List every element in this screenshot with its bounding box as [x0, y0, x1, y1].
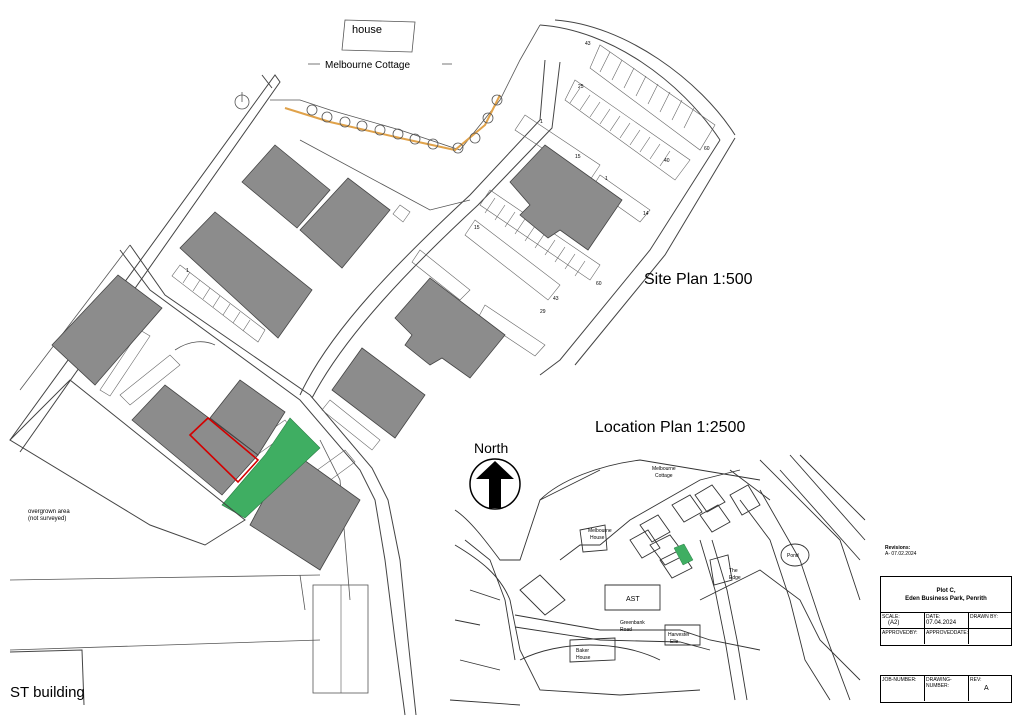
north-arrow-icon	[476, 461, 514, 508]
baker-house-1: Baker	[576, 648, 589, 654]
number-block: JOB-NUMBER: DRAWING-NUMBER: REV: A	[880, 675, 1012, 703]
revisions-heading: Revisions:	[885, 545, 911, 551]
overgrown-note-2: (not surveyed)	[28, 516, 66, 522]
greenbank-road-2: Road	[620, 627, 632, 633]
bay-numbers: 1 15 25 40 43 60 1 14 43 29 15 60 1	[186, 41, 710, 315]
rev-value: A	[984, 685, 989, 692]
harvester-2: Elle	[670, 639, 679, 645]
melbourne-cottage-1: Melbourne	[652, 466, 676, 472]
revisions-block: Revisions: A- 07.02.2024	[885, 545, 1010, 565]
site-plan: house Melbourne Cottage	[9, 19, 753, 716]
rev-label: REV:	[970, 677, 982, 683]
bay-number: 15	[575, 154, 581, 160]
melbourne-house-2: House	[590, 535, 605, 541]
greenbank-road-1: Greenbank	[620, 620, 645, 626]
pond-label: Pond	[787, 553, 799, 559]
location-plan-title: Location Plan 1:2500	[595, 419, 745, 436]
building-a	[241, 144, 331, 229]
north-arrow: North	[469, 440, 521, 510]
melbourne-house-1: Melbourne	[588, 528, 612, 534]
melbourne-cottage-2: Cottage	[655, 473, 673, 479]
job-number-cell: JOB-NUMBER:	[881, 676, 925, 701]
overgrown-note-1: overgrown area	[28, 509, 70, 515]
drawing-number-cell: DRAWING-NUMBER:	[925, 676, 969, 701]
house-label: house	[352, 24, 382, 36]
rev-cell: REV: A	[969, 676, 1011, 701]
st-building-outline	[9, 649, 85, 706]
date-label: DATE:	[926, 614, 941, 620]
bay-number: 60	[704, 146, 710, 152]
job-number-label: JOB-NUMBER:	[882, 677, 917, 683]
house-outline: house	[341, 19, 416, 53]
site-north-marker	[234, 92, 250, 110]
building-e	[509, 144, 623, 251]
project-title: Plot C, Eden Business Park, Penrith	[881, 577, 1011, 613]
building-i	[209, 379, 286, 456]
approved-date-cell: APPROVEDDATE:	[925, 629, 969, 644]
the-edge-1: The	[729, 568, 738, 574]
bay-number: 43	[585, 41, 591, 47]
bay-number: 29	[540, 309, 546, 315]
the-edge-2: Edge	[729, 575, 741, 581]
bay-number: 1	[540, 119, 543, 125]
bay-number: 43	[553, 296, 559, 302]
title-block: Plot C, Eden Business Park, Penrith SCAL…	[880, 576, 1012, 646]
location-map-lines	[449, 454, 866, 706]
building-f	[394, 277, 506, 379]
harvester-1: Harvester	[668, 632, 690, 638]
north-label: North	[474, 440, 508, 456]
ast-label: AST	[626, 596, 640, 603]
scale-cell: SCALE: (A2)	[881, 613, 925, 629]
drawn-by-cell: DRAWN BY:	[969, 613, 1011, 629]
approved-date-label: APPROVEDDATE:	[926, 630, 969, 636]
tree-line	[284, 94, 503, 154]
project-title-line2: Eden Business Park, Penrith	[905, 596, 987, 602]
date-value: 07.04.2024	[926, 620, 957, 626]
bay-number: 60	[596, 281, 602, 287]
bay-number: 40	[664, 158, 670, 164]
date-cell: DATE: 07.04.2024	[925, 613, 969, 629]
drawn-by-label: DRAWN BY:	[970, 614, 998, 620]
st-building-label: ST building	[10, 684, 85, 701]
project-title-line1: Plot C,	[936, 588, 956, 594]
building-b	[299, 177, 391, 269]
scale-label: SCALE:	[882, 614, 900, 620]
bay-number: 1	[186, 268, 189, 274]
location-labels: Melbourne Cottage Melbourne House AST Gr…	[576, 466, 799, 661]
bay-number: 25	[578, 84, 584, 90]
overgrown-area	[9, 379, 246, 546]
plot-outline	[188, 416, 260, 484]
approved-by-cell: APPROVEDBY:	[881, 629, 925, 644]
location-plot-marker	[673, 543, 694, 566]
building-c	[179, 211, 313, 339]
revisions-entry: A- 07.02.2024	[885, 551, 917, 557]
cottage-label: Melbourne Cottage	[325, 60, 410, 71]
location-plan: Location Plan 1:2500 North	[449, 419, 866, 706]
approved-by-label: APPROVEDBY:	[882, 630, 918, 636]
site-plan-title: Site Plan 1:500	[644, 271, 753, 288]
pond-outline	[780, 543, 810, 567]
building-d	[51, 274, 163, 386]
bay-number: 14	[643, 211, 649, 217]
bay-number: 15	[474, 225, 480, 231]
bay-number: 1	[605, 176, 608, 182]
drawing-number-label: DRAWING-NUMBER:	[926, 677, 952, 689]
baker-house-2: House	[576, 655, 591, 661]
outbuilding	[312, 584, 369, 694]
building-g	[331, 347, 426, 439]
scale-value: (A2)	[888, 620, 900, 626]
access-strip	[221, 417, 321, 519]
